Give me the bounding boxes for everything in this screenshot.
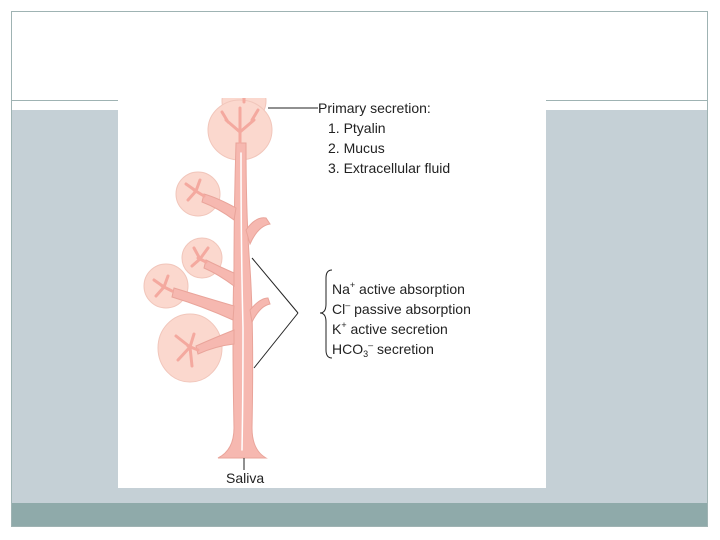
hco3-subscript: 3	[363, 349, 369, 359]
saliva-label: Saliva	[226, 470, 265, 486]
primary-secretion-heading: Primary secretion:	[318, 100, 431, 116]
leader-lines	[243, 107, 333, 470]
branch-right-lower	[249, 297, 271, 324]
na-ion: Na	[332, 281, 350, 297]
duct-lumen	[240, 152, 244, 451]
process-k-secretion: K+ active secretion	[332, 317, 448, 338]
branch-right	[245, 217, 271, 246]
branch-upper-left	[201, 193, 237, 221]
footer-bar	[12, 503, 707, 526]
acinar-tubules	[152, 98, 260, 368]
na-charge: +	[349, 280, 356, 290]
title-area	[12, 12, 707, 100]
salivary-gland-figure: Primary secretion: 1. Ptyalin 2. Mucus 3…	[118, 98, 546, 488]
salivary-gland-diagram	[143, 98, 333, 470]
secretion-item-ptyalin: 1. Ptyalin	[328, 120, 386, 136]
process-hco3-secretion: HCO3– secretion	[332, 337, 434, 363]
branch-bottom-left	[195, 329, 235, 355]
secretion-item-extracellular-fluid: 3. Extracellular fluid	[328, 160, 451, 176]
k-process-text: active secretion	[346, 321, 448, 337]
hco3-charge: –	[368, 340, 374, 350]
acinus-left-lower	[143, 263, 189, 309]
process-na-absorption: Na+ active absorption	[332, 277, 465, 298]
hco3-ion: HCO	[332, 341, 364, 357]
processes-brace	[319, 269, 333, 359]
k-ion: K	[332, 321, 342, 337]
hco3-process-text: secretion	[373, 341, 434, 357]
duct-leader-upper	[251, 257, 299, 314]
k-charge: +	[341, 320, 347, 330]
cl-ion: Cl	[332, 301, 346, 317]
duct-leader-lower	[253, 312, 299, 369]
process-cl-absorption: Cl– passive absorption	[332, 297, 471, 318]
secretion-item-mucus: 2. Mucus	[328, 140, 385, 156]
na-process-text: active absorption	[355, 281, 465, 297]
cl-process-text: passive absorption	[350, 301, 471, 317]
branch-middle-left	[203, 259, 235, 287]
cl-charge: –	[345, 300, 351, 310]
branch-lower-left	[171, 287, 235, 321]
